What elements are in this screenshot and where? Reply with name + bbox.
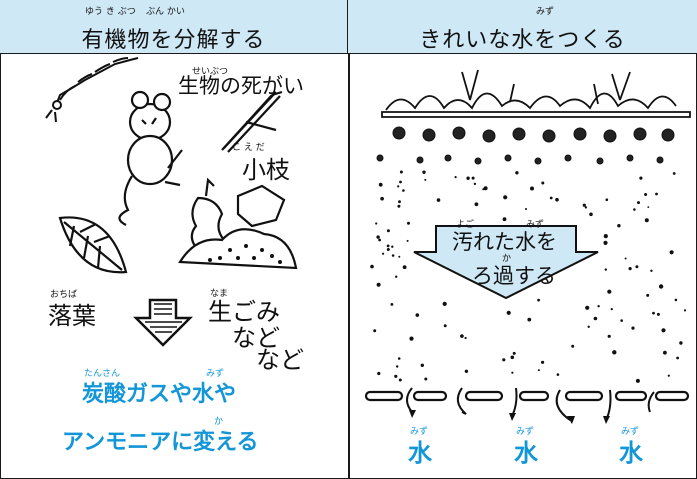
header-left: ゆう き ぶつ ぶん かい 有機物を分解する bbox=[0, 0, 348, 54]
carbon-ruby: たんさん bbox=[84, 369, 121, 379]
twig-ruby: こ え だ bbox=[232, 143, 265, 153]
sand-layer bbox=[370, 170, 687, 383]
decompose-arrow bbox=[132, 298, 194, 347]
water-out-ruby-3: みず bbox=[621, 427, 640, 437]
raw-ruby: なま bbox=[210, 289, 229, 299]
raw-garbage-label: 生ごみ bbox=[208, 298, 280, 326]
water-ruby-1: みず bbox=[206, 369, 225, 379]
right-panel-title: きれいな水をつくる bbox=[419, 28, 626, 53]
left-panel-title: 有機物を分解する bbox=[81, 28, 266, 53]
ground-surface-drawing bbox=[381, 69, 691, 118]
twig-label: 小枝 bbox=[242, 156, 290, 184]
drip-arrowheads bbox=[409, 410, 610, 424]
change-ruby: か bbox=[214, 417, 224, 427]
result-line-1: 炭酸ガスや水や bbox=[82, 382, 237, 407]
filter-arrow bbox=[413, 225, 599, 300]
water-out-ruby-2: みず bbox=[516, 427, 535, 437]
water-ruby-2: みず bbox=[526, 220, 545, 230]
larva-drawing bbox=[45, 57, 139, 123]
water-label-3: 水 bbox=[619, 439, 643, 467]
dirty-ruby: よご bbox=[456, 220, 475, 230]
title-right-ruby: みず bbox=[536, 7, 555, 17]
dead-creatures-ruby: せいぶつ bbox=[192, 67, 229, 77]
fallen-leaf-drawing bbox=[58, 216, 128, 274]
title-left-ruby-2: ぶん かい bbox=[146, 7, 185, 17]
result-line-2: アンモニアに変える bbox=[62, 430, 259, 455]
title-left-ruby-1: ゆう き ぶつ bbox=[85, 7, 136, 17]
drain-layer bbox=[364, 390, 690, 402]
filter-text-2: ろ過する bbox=[472, 264, 556, 288]
filter-ruby: か bbox=[502, 254, 512, 264]
fallen-leaves-ruby: おちば bbox=[50, 290, 78, 300]
dead-creatures-label: 生物の死がい bbox=[178, 74, 304, 98]
dead-mouse-drawing bbox=[118, 90, 183, 226]
fallen-leaves-label: 落葉 bbox=[48, 302, 96, 330]
twig-drawing bbox=[221, 90, 283, 153]
etc-label-2: など bbox=[256, 346, 304, 374]
water-label-1: 水 bbox=[408, 439, 432, 467]
gravel-layer bbox=[376, 126, 675, 165]
soil-mound-drawing bbox=[178, 228, 298, 270]
filter-text-1: 汚れた水を bbox=[452, 230, 557, 254]
header-right: みず きれいな水をつくる bbox=[348, 0, 697, 54]
water-label-2: 水 bbox=[514, 439, 538, 467]
panel-divider bbox=[348, 54, 350, 479]
etc-label-1: など bbox=[232, 324, 280, 352]
water-out-ruby-1: みず bbox=[410, 427, 429, 437]
